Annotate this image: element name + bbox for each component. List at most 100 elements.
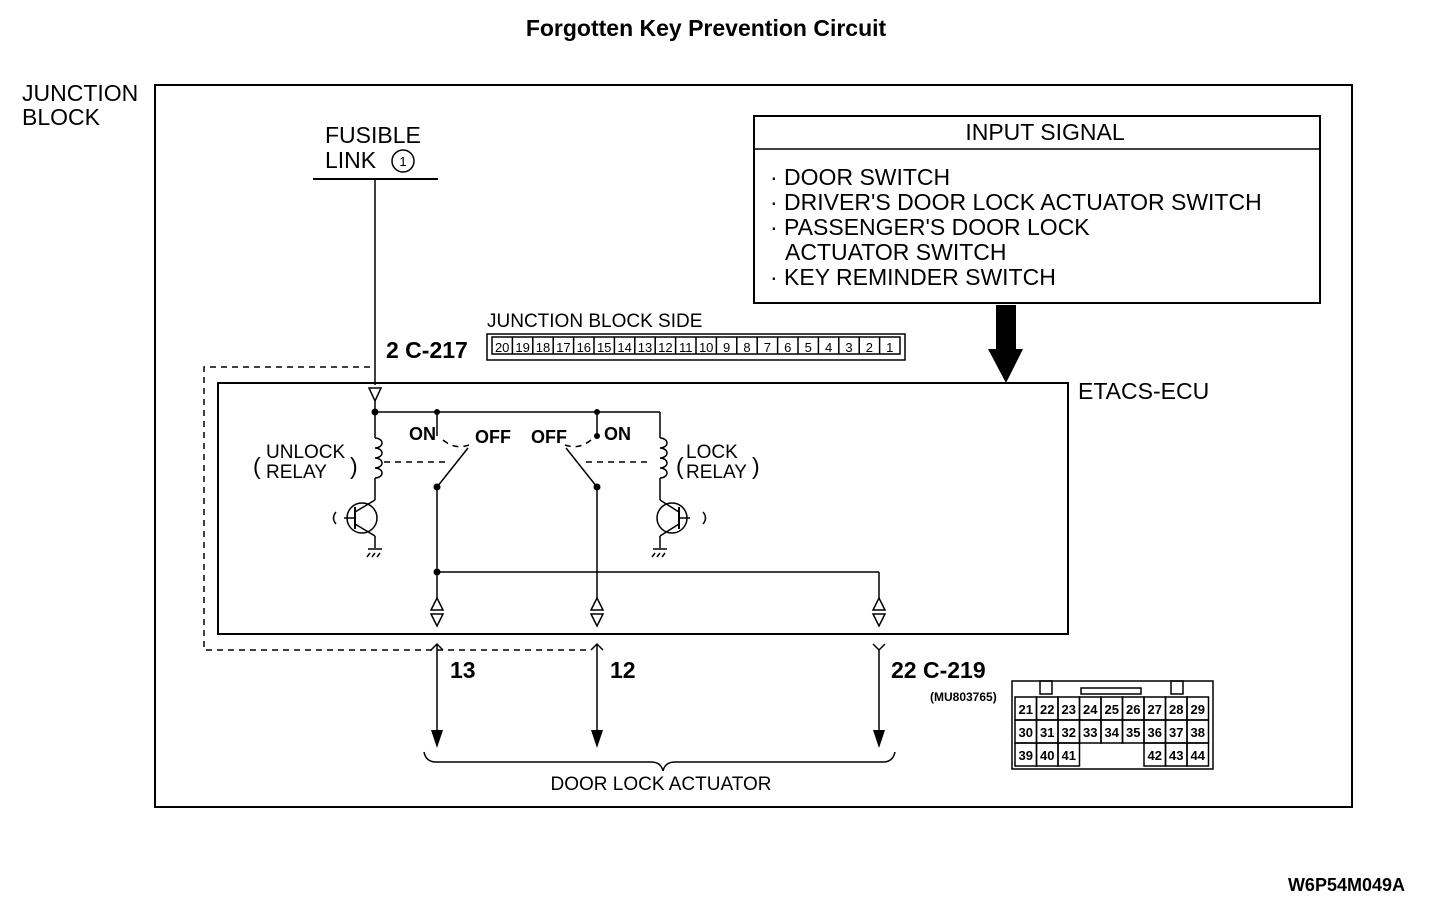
unlock-relay-bracket-left: ( <box>253 453 261 479</box>
c217-pin: 18 <box>536 340 550 355</box>
lock-switch-travel <box>564 439 592 448</box>
c219-pin: 32 <box>1062 725 1076 740</box>
c219-pin: 31 <box>1040 725 1054 740</box>
c217-pin: 4 <box>825 340 832 355</box>
c219-pin: 43 <box>1169 748 1183 763</box>
switch-off-left-label: OFF <box>475 427 511 447</box>
input-signal-header: INPUT SIGNAL <box>965 119 1125 145</box>
lock-relay-coil <box>659 437 668 479</box>
wire-13-arrow <box>431 730 443 748</box>
c219-pin: 25 <box>1105 702 1119 717</box>
junction-block-internal-boundary <box>203 366 590 651</box>
input-signal-item: · PASSENGER'S DOOR LOCK <box>770 214 1090 240</box>
input-signal-arrow-head <box>988 349 1023 383</box>
fusible-link-number: 1 <box>399 154 406 169</box>
fusible-link-label-line2: LINK <box>325 147 377 173</box>
c217-pin: 16 <box>577 340 591 355</box>
diagram-title: Forgotten Key Prevention Circuit <box>526 15 887 41</box>
input-signal-item: · DRIVER'S DOOR LOCK ACTUATOR SWITCH <box>770 189 1262 215</box>
terminal-13-symbol <box>429 596 445 628</box>
c219-pin: 27 <box>1148 702 1162 717</box>
connector-c217-side-label: JUNCTION BLOCK SIDE <box>487 311 702 332</box>
c217-pin: 14 <box>617 340 631 355</box>
lock-transistor-collector <box>659 499 680 513</box>
unlock-transistor-emitter <box>354 523 376 537</box>
etacs-ecu-label: ETACS-ECU <box>1078 378 1209 404</box>
lock-switch-arm <box>565 447 598 488</box>
unlock-transistor-collector <box>354 499 376 513</box>
c219-pin: 44 <box>1191 748 1206 763</box>
terminal-22-symbol <box>871 596 887 628</box>
c219-pin: 21 <box>1019 702 1033 717</box>
terminal-12-symbol <box>589 596 605 628</box>
junction-block-label-line1: JUNCTION <box>22 80 138 106</box>
c217-pin: 12 <box>658 340 672 355</box>
unlock-transistor-input-mark <box>332 511 337 525</box>
wire-22-arrow <box>873 730 885 748</box>
c219-pin: 24 <box>1083 702 1098 717</box>
figure-code: W6P54M049A <box>1288 875 1405 895</box>
c217-pin: 10 <box>699 340 713 355</box>
c219-pin: 33 <box>1083 725 1097 740</box>
junction-block-frame <box>154 84 1353 808</box>
c217-pin: 13 <box>638 340 652 355</box>
c219-pin: 28 <box>1169 702 1183 717</box>
c217-pin: 19 <box>515 340 529 355</box>
c217-pin: 1 <box>886 340 893 355</box>
c219-pin: 23 <box>1062 702 1076 717</box>
input-signal-item: · DOOR SWITCH <box>770 164 950 190</box>
c217-pin: 17 <box>556 340 570 355</box>
c219-pin: 40 <box>1040 748 1054 763</box>
input-signal-item: ACTUATOR SWITCH <box>785 239 1006 265</box>
switch-on-left-label: ON <box>409 424 436 444</box>
fusible-link-number-circle <box>391 149 415 173</box>
c219-pin: 39 <box>1019 748 1033 763</box>
c217-pin: 2 <box>866 340 873 355</box>
lock-relay-bracket-left: ( <box>676 453 684 479</box>
connector-c217-label: 2 C-217 <box>386 337 468 363</box>
c219-pin: 22 <box>1040 702 1054 717</box>
door-lock-actuator-label: DOOR LOCK ACTUATOR <box>551 774 772 795</box>
unlock-switch-travel <box>442 439 470 448</box>
connector-c219-pins: 21 22 23 24 25 26 27 28 29 30 31 32 33 34 35 36 37 38 39 40… <box>1011 680 1214 770</box>
unlock-relay-bracket-right: ) <box>350 453 358 479</box>
wire-12-arrow <box>591 730 603 748</box>
lock-relay-label-line1: LOCK <box>686 442 738 463</box>
unlock-relay-coil <box>374 437 383 479</box>
c217-pin: 6 <box>784 340 791 355</box>
c217-pin: 11 <box>679 340 693 355</box>
switch-on-right-label: ON <box>604 424 631 444</box>
input-signal-box <box>753 115 1321 304</box>
terminal-22-connector <box>872 643 886 652</box>
c217-pin: 15 <box>597 340 611 355</box>
c219-pin: 30 <box>1019 725 1033 740</box>
c219-pin: 29 <box>1191 702 1205 717</box>
lock-ground <box>651 548 667 558</box>
terminal-13-label: 13 <box>450 657 476 683</box>
c219-pin: 41 <box>1062 748 1076 763</box>
lock-transistor-input-mark <box>702 511 707 525</box>
c217-pin: 5 <box>805 340 812 355</box>
input-signal-arrow-shaft <box>996 305 1016 349</box>
c217-pin: 3 <box>845 340 852 355</box>
lock-relay-label-line2: RELAY <box>686 462 747 483</box>
c219-pin: 34 <box>1105 725 1120 740</box>
lock-relay-bracket-right: ) <box>752 453 760 479</box>
c219-pin: 37 <box>1169 725 1183 740</box>
c217-pin: 8 <box>743 340 750 355</box>
c219-pin: 35 <box>1126 725 1140 740</box>
c219-pin: 26 <box>1126 702 1140 717</box>
connector-c219-part-number: (MU803765) <box>930 690 997 704</box>
terminal-22-label: 22 C-219 <box>891 657 986 683</box>
unlock-ground <box>366 548 382 558</box>
c217-pin: 9 <box>723 340 730 355</box>
lock-transistor-emitter <box>659 523 680 537</box>
c219-pin: 36 <box>1148 725 1162 740</box>
door-lock-actuator-bracket <box>423 751 896 772</box>
input-terminal <box>367 387 383 403</box>
fusible-link-label-line1: FUSIBLE <box>325 122 421 148</box>
lock-on-dot <box>594 433 600 439</box>
c219-pin: 38 <box>1191 725 1205 740</box>
